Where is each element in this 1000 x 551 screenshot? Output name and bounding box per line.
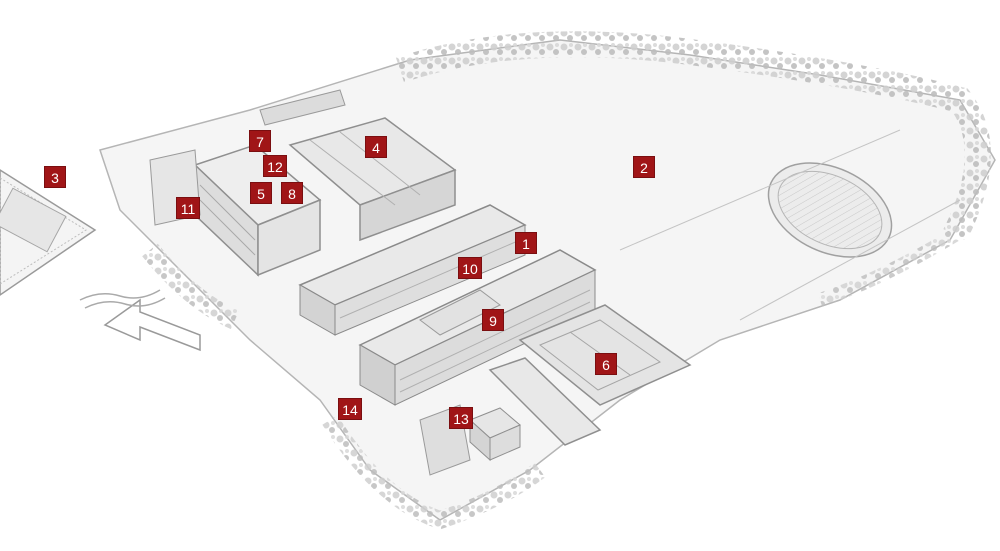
marker-10[interactable]: 10 <box>458 257 482 279</box>
marker-7[interactable]: 7 <box>249 130 271 152</box>
classroom-blocks <box>298 204 597 406</box>
marker-2[interactable]: 2 <box>633 156 655 178</box>
marker-8[interactable]: 8 <box>281 182 303 204</box>
marker-6[interactable]: 6 <box>595 353 617 375</box>
marker-13[interactable]: 13 <box>449 407 473 429</box>
marker-4[interactable]: 4 <box>365 136 387 158</box>
athletic-field <box>619 129 961 321</box>
marker-1[interactable]: 1 <box>515 232 537 254</box>
gymnasium <box>259 89 457 242</box>
marker-14[interactable]: 14 <box>338 398 362 420</box>
marker-11[interactable]: 11 <box>176 197 200 219</box>
marker-12[interactable]: 12 <box>263 155 287 177</box>
neighbor-lot <box>0 169 97 296</box>
marker-9[interactable]: 9 <box>482 309 504 331</box>
marker-5[interactable]: 5 <box>250 182 272 204</box>
marker-3[interactable]: 3 <box>44 166 66 188</box>
entrance-arrow <box>79 289 201 352</box>
